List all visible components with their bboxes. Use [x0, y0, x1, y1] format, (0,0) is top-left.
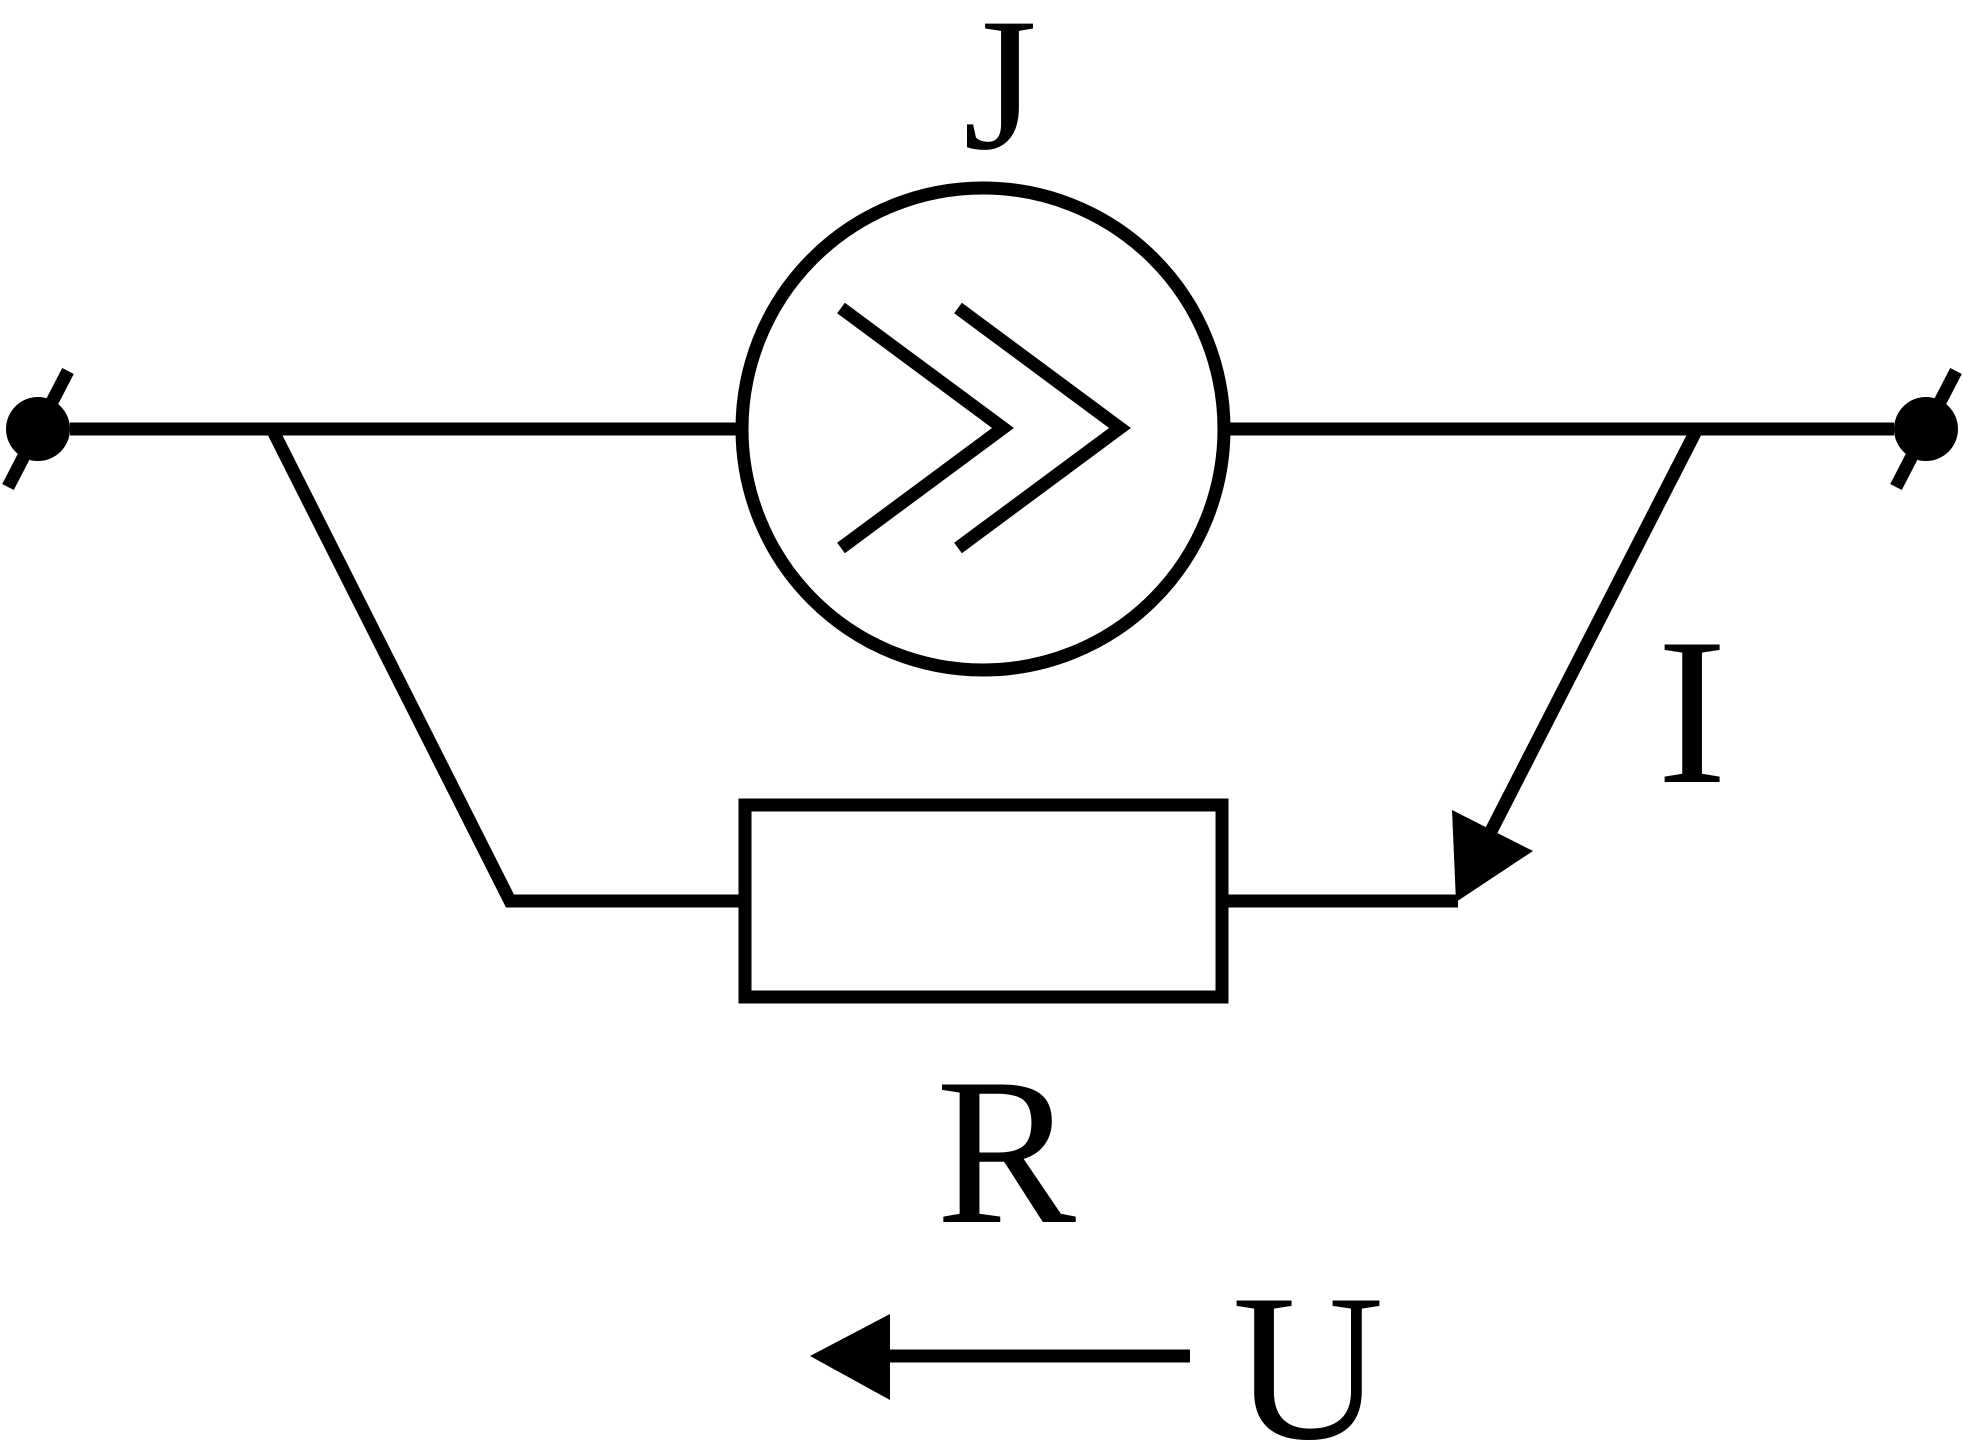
source-chevron-1 — [837, 302, 1014, 554]
source-label: J — [963, 0, 1037, 190]
right-branch-wire — [1481, 426, 1703, 842]
resistor-label: R — [936, 1036, 1076, 1268]
current-arrowhead — [1452, 810, 1533, 902]
left-terminal — [2, 368, 74, 490]
source-chevron-2 — [954, 302, 1131, 554]
left-branch-wire — [266, 426, 741, 908]
resistor — [738, 798, 1229, 1004]
current-label: I — [1657, 596, 1727, 828]
voltage-label: U — [1232, 1252, 1384, 1447]
voltage-arrowhead — [810, 1314, 890, 1400]
right-terminal — [1890, 368, 1962, 490]
current-source — [735, 181, 1231, 677]
